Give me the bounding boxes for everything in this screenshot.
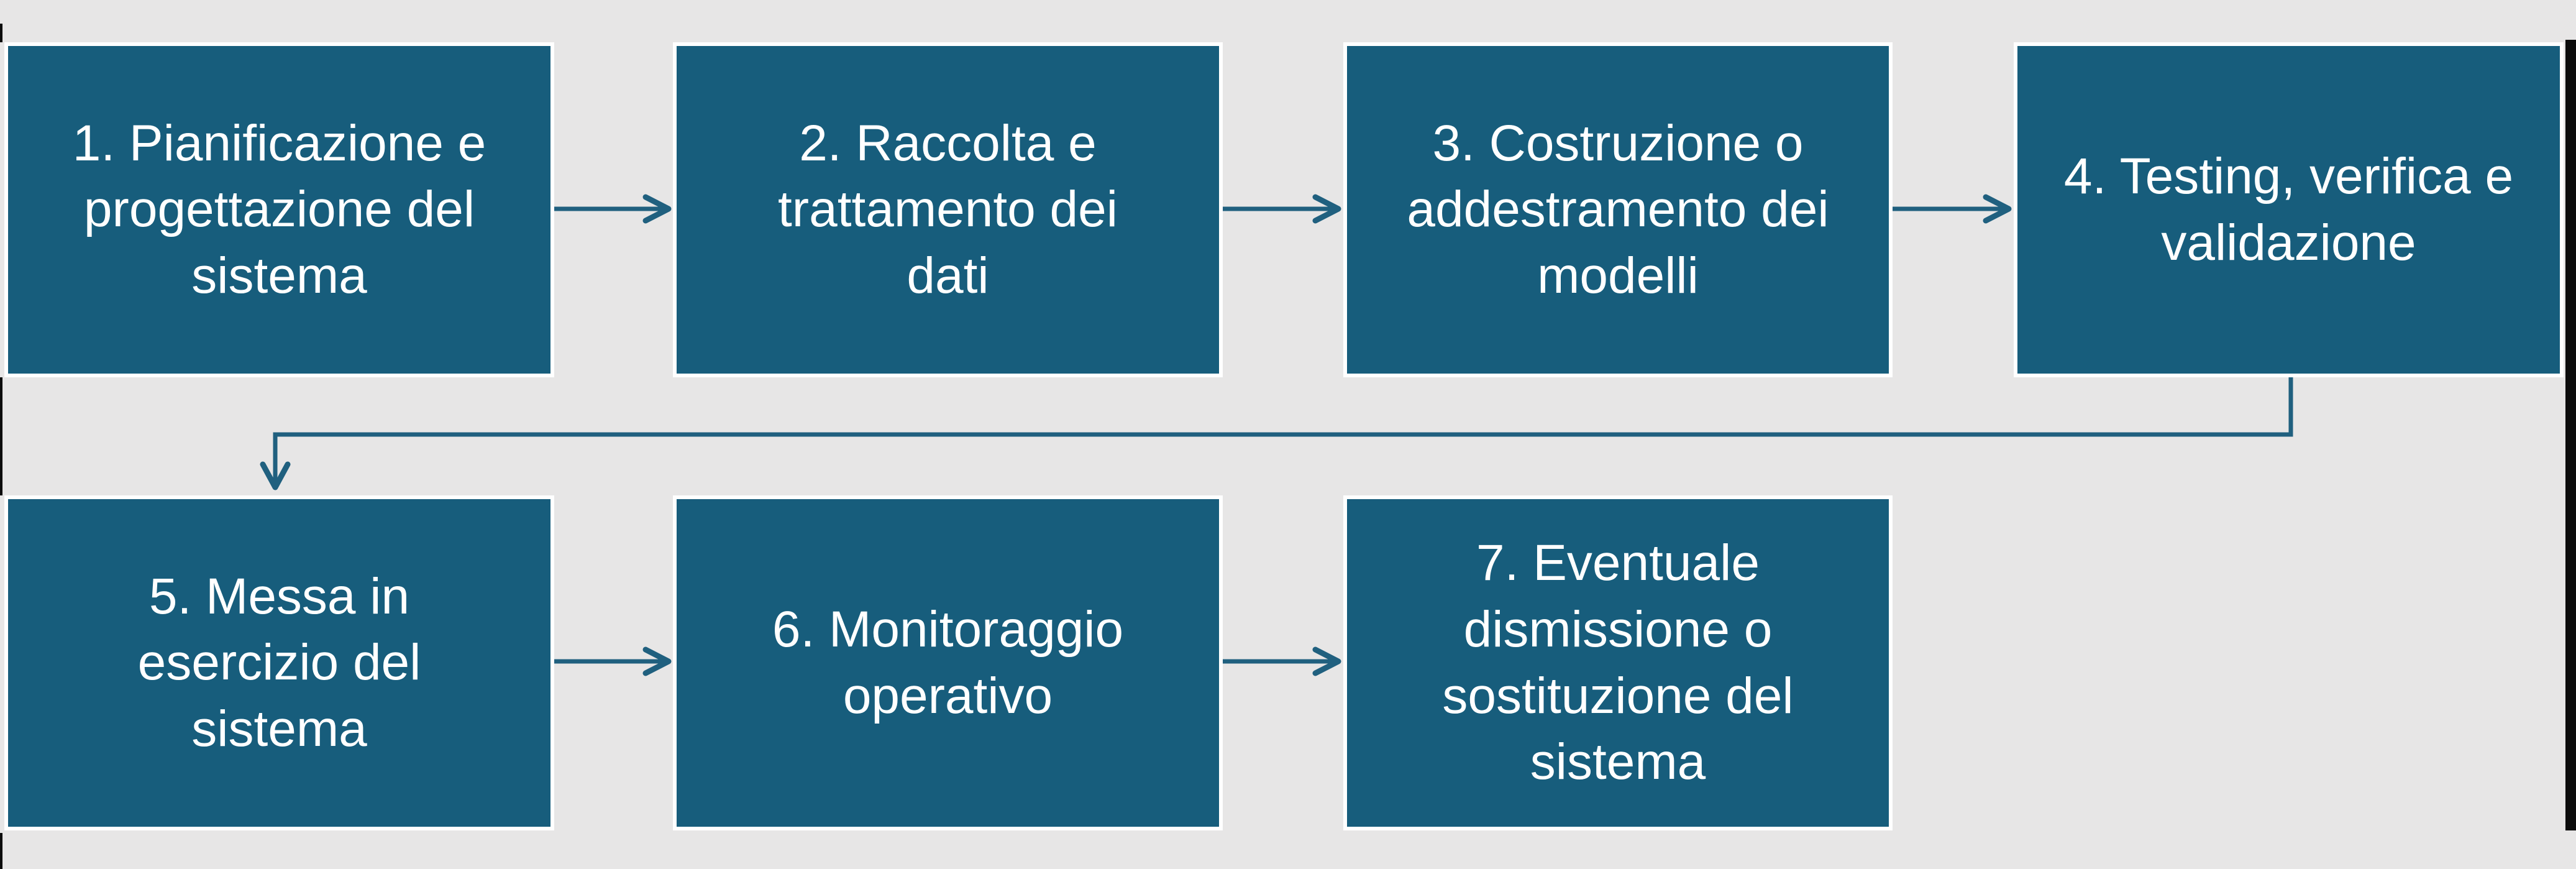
flow-box-1-pianificazione: 1. Pianificazione e progettazione del si… [4,42,554,377]
flow-box-7-label: 7. Eventuale dismissione o sostituzione … [1442,535,1794,791]
arrow-1-to-2 [554,194,672,224]
flow-box-3-costruzione: 3. Costruzione o addestramento dei model… [1343,42,1893,377]
flow-box-4-label: 4. Testing, verifica e validazione [2063,147,2514,271]
flow-box-5-label: 5. Messa in esercizio del sistema [137,568,421,757]
cropped-sliver-left-middle [0,377,2,495]
cropped-sliver-right [2565,40,2576,830]
flow-box-6-monitoraggio: 6. Monitoraggio operativo [673,495,1223,830]
cropped-sliver-left-bottom [0,833,2,869]
flow-box-5-messa-in-esercizio: 5. Messa in esercizio del sistema [4,495,554,830]
flow-box-4-testing: 4. Testing, verifica e validazione [2014,42,2564,377]
cropped-sliver-left-top [0,24,2,42]
flow-box-7-dismissione: 7. Eventuale dismissione o sostituzione … [1343,495,1893,830]
arrow-5-to-6 [554,646,672,676]
flow-box-1-label: 1. Pianificazione e progettazione del si… [72,114,486,304]
arrow-6-to-7 [1223,646,1341,676]
arrow-4-to-5-elbow [260,377,2293,490]
flow-box-6-label: 6. Monitoraggio operativo [772,600,1124,724]
flow-box-2-raccolta: 2. Raccolta e trattamento dei dati [673,42,1223,377]
flow-box-2-label: 2. Raccolta e trattamento dei dati [778,114,1118,304]
arrow-2-to-3 [1223,194,1341,224]
arrow-3-to-4 [1893,194,2012,224]
flow-box-3-label: 3. Costruzione o addestramento dei model… [1407,114,1829,304]
